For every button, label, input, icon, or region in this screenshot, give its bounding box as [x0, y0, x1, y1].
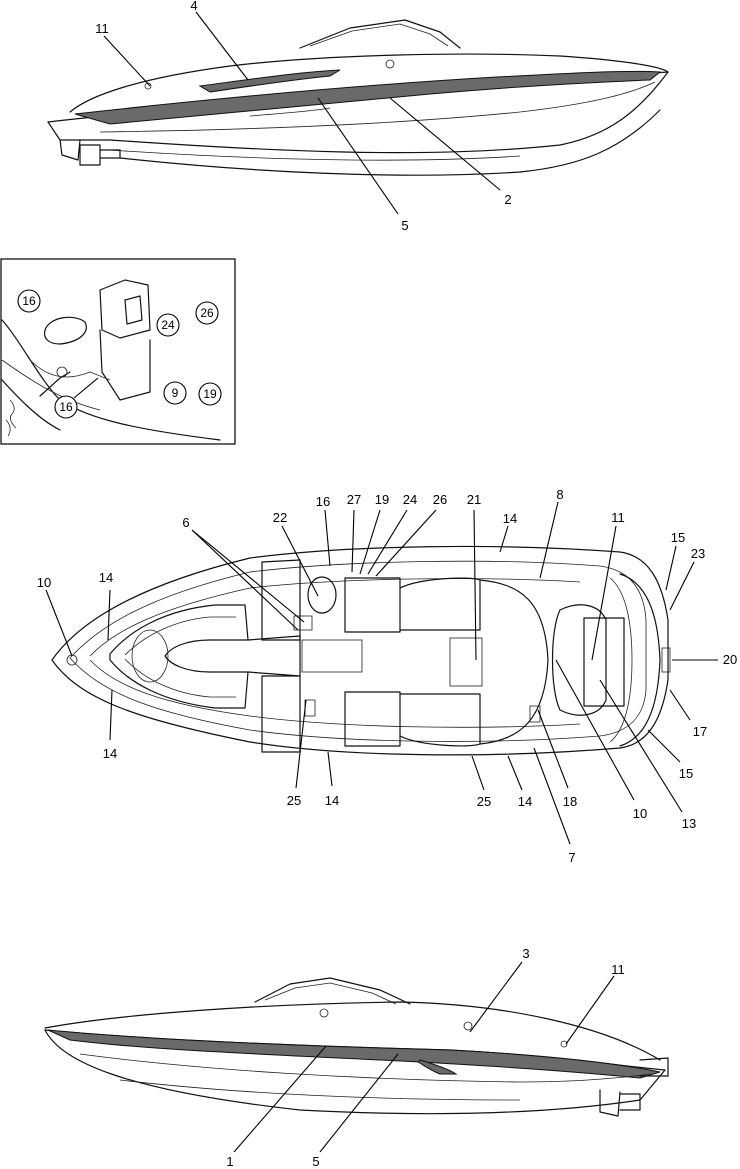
callout-14-top: 14 [503, 511, 517, 526]
callout-10-right: 10 [633, 806, 647, 821]
inset-callout-19: 19 [203, 387, 217, 401]
callout-5: 5 [312, 1154, 319, 1169]
callout-25-left: 25 [287, 793, 301, 808]
callout-5: 5 [401, 218, 408, 233]
detail-inset: 16 24 26 9 19 16 [0, 258, 236, 445]
inset-callout-16b: 16 [59, 400, 73, 414]
inset-callout-24: 24 [161, 318, 175, 332]
top-view-callouts: 6 22 16 27 19 24 26 21 14 8 11 15 23 20 … [37, 487, 737, 865]
hull-stripe-top [74, 70, 662, 125]
callout-2: 2 [504, 192, 511, 207]
callout-20: 20 [723, 652, 737, 667]
callout-3: 3 [522, 946, 529, 961]
callout-14-bow-lower: 14 [103, 746, 117, 761]
callout-14-bow-upper: 14 [99, 570, 113, 585]
side-view-bottom-callouts: 3 11 1 5 [226, 946, 624, 1169]
callout-15-top: 15 [671, 530, 685, 545]
top-view [51, 545, 671, 756]
callout-25-right: 25 [477, 794, 491, 809]
callout-6: 6 [182, 515, 189, 530]
callout-19: 19 [375, 492, 389, 507]
callout-10-bow: 10 [37, 575, 51, 590]
callout-21: 21 [467, 492, 481, 507]
callout-11: 11 [611, 510, 625, 525]
callout-7: 7 [568, 850, 575, 865]
callout-14-aft: 14 [518, 794, 532, 809]
callout-4: 4 [190, 0, 197, 13]
hull-stripe-bottom [47, 1029, 661, 1079]
callout-18: 18 [563, 794, 577, 809]
callout-17: 17 [693, 724, 707, 739]
side-view-top [47, 19, 669, 176]
side-view-top-callouts: 11 4 2 5 [95, 0, 511, 233]
inset-callout-16a: 16 [22, 294, 36, 308]
side-view-bottom [44, 977, 669, 1117]
callout-16: 16 [316, 494, 330, 509]
callout-24: 24 [403, 492, 417, 507]
callout-23: 23 [691, 546, 705, 561]
inset-callout-26: 26 [200, 306, 214, 320]
callout-27: 27 [347, 492, 361, 507]
callout-11: 11 [611, 962, 625, 977]
inset-callout-9: 9 [172, 386, 179, 400]
callout-26: 26 [433, 492, 447, 507]
callout-22: 22 [273, 510, 287, 525]
callout-8: 8 [556, 487, 563, 502]
callout-14-mid: 14 [325, 793, 339, 808]
callout-15-bottom: 15 [679, 766, 693, 781]
callout-1: 1 [226, 1154, 233, 1169]
callout-13: 13 [682, 816, 696, 831]
callout-11: 11 [95, 21, 109, 36]
